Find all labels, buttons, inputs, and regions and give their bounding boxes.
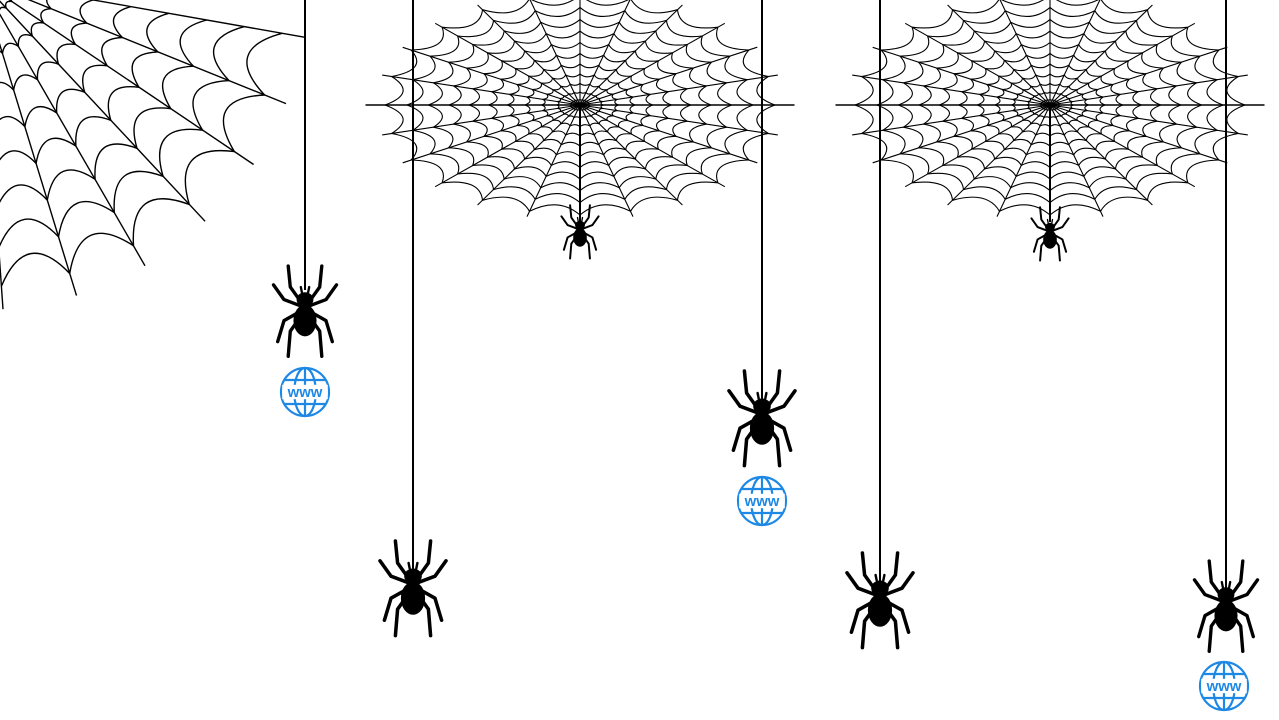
spider-hanging-low-left — [378, 539, 448, 638]
spider-webs — [0, 0, 1265, 310]
spider-hanging-low-right — [845, 551, 915, 650]
www-globe-icon: www — [279, 366, 331, 418]
corner-spider-web — [0, 0, 306, 310]
spider-on-web-center — [560, 204, 600, 260]
silk-threads — [304, 0, 1227, 590]
www-globe-icon: www — [736, 475, 788, 527]
globe-www-label: www — [287, 385, 323, 401]
globe-www-label: www — [1206, 679, 1242, 695]
spider-on-web-right — [1030, 206, 1070, 262]
spiders — [271, 204, 1260, 653]
www-globes: www www www — [279, 366, 1250, 712]
www-globe-icon: www — [1198, 660, 1250, 712]
spider-hanging-left — [271, 264, 339, 358]
spider-hanging-center-right — [727, 369, 797, 468]
spider-hanging-far-right — [1192, 559, 1260, 653]
globe-www-label: www — [744, 494, 780, 510]
